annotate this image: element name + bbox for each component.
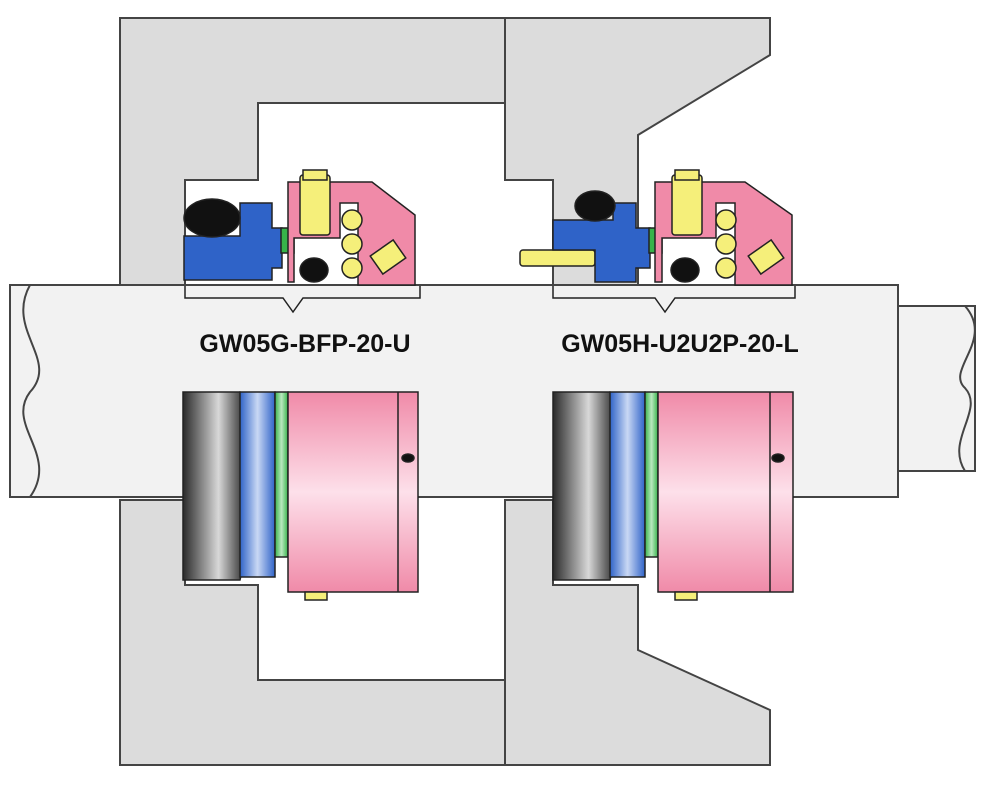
left-exterior-screw-hole: [401, 453, 415, 463]
right-seal-section: [519, 169, 793, 286]
right-anti-rotation-pin: [519, 249, 596, 267]
right-seal-exterior: [552, 391, 794, 601]
right-exterior-o-ring: [552, 391, 619, 581]
left-seal-section: [183, 169, 416, 286]
right-set-screw: [747, 238, 785, 276]
right-exterior-gasket: [644, 391, 659, 558]
right-spring-1: [715, 209, 737, 231]
left-seal-exterior: [182, 391, 419, 601]
right-seat-o-ring: [574, 190, 616, 222]
shaft: [9, 284, 976, 498]
left-exterior-rotary-ring: [287, 391, 419, 593]
right-spring-3: [715, 257, 737, 279]
right-pin-cap: [674, 169, 700, 181]
right-exterior-pin-tip: [674, 591, 698, 601]
right-seal-brace: [552, 286, 796, 314]
left-seal-brace: [184, 286, 421, 314]
left-exterior-gasket: [274, 391, 289, 558]
left-pin-cap: [302, 169, 328, 181]
left-exterior-seat: [239, 391, 276, 578]
left-shaft-o-ring: [299, 257, 329, 283]
right-exterior-rotary-ring: [657, 391, 794, 593]
housing-left-top: [119, 17, 506, 286]
right-shaft-o-ring: [670, 257, 700, 283]
left-exterior-o-ring: [182, 391, 249, 581]
shaft-end-wave-right: [958, 305, 976, 472]
shaft-small-end: [894, 305, 976, 472]
left-exterior-pin-tip: [304, 591, 328, 601]
right-exterior-seat: [609, 391, 646, 578]
left-spring-2: [341, 233, 363, 255]
right-drive-pin: [671, 174, 703, 236]
right-seal-label: GW05H-U2U2P-20-L: [561, 330, 799, 358]
left-spring-3: [341, 257, 363, 279]
left-drive-pin: [299, 174, 331, 236]
shaft-end-wave-left: [22, 284, 41, 498]
left-spring-1: [341, 209, 363, 231]
left-seal-label: GW05G-BFP-20-U: [199, 330, 410, 358]
right-exterior-screw-hole: [771, 453, 785, 463]
housing: [119, 17, 771, 766]
right-spring-2: [715, 233, 737, 255]
left-set-screw: [369, 238, 407, 276]
left-seat-o-ring: [183, 198, 241, 238]
